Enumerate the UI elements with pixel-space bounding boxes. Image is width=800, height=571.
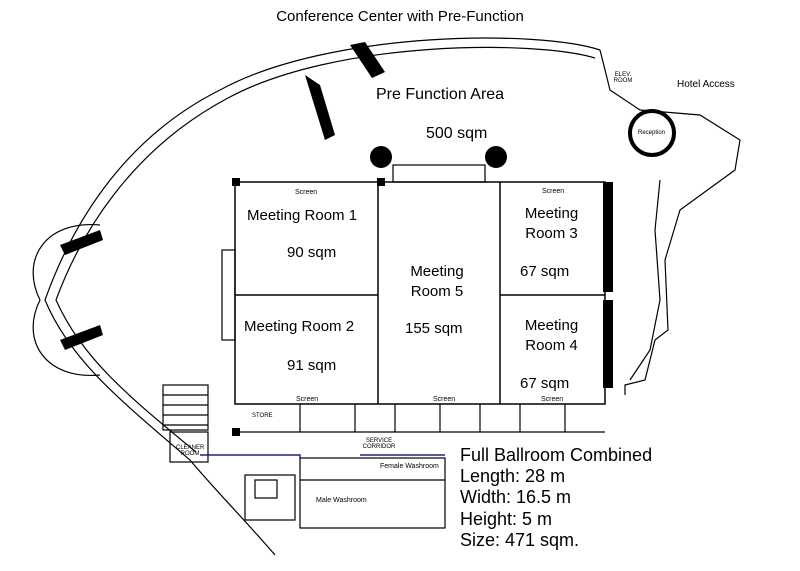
- room-name-line1: Meeting: [524, 205, 579, 222]
- ballroom-heading: Full Ballroom Combined: [460, 445, 653, 465]
- room-name-line2: Room 4: [525, 336, 578, 354]
- ballroom-width: Width: 16.5 m: [460, 487, 572, 508]
- meeting-room-3: Meeting Room 3: [514, 204, 589, 243]
- room-3-size: 67 sqm: [520, 263, 570, 280]
- screen-label-room5: Screen: [433, 396, 456, 403]
- service-corridor-label: SERVICE CORRIDOR: [362, 438, 396, 450]
- store-label: STORE: [252, 413, 273, 419]
- room-name: Meeting Room 1: [247, 207, 358, 224]
- left-bulge: [32, 224, 101, 376]
- ballroom-length: Length: 28 m: [460, 466, 566, 487]
- cleaner-room-label: CLEANER ROOM: [176, 445, 205, 457]
- elev-room-label: ELEV. ROOM: [613, 72, 633, 84]
- structural-columns: [60, 42, 613, 436]
- room-5-size: 155 sqm: [405, 320, 463, 337]
- washroom-block: [299, 457, 446, 529]
- room-name-line1: Meeting: [524, 317, 579, 334]
- prefunction-label: Pre Function Area: [376, 86, 505, 103]
- room-name-line2: Room 5: [410, 282, 464, 300]
- meeting-room-2: Meeting Room 2: [244, 317, 379, 337]
- room-1-size: 90 sqm: [287, 244, 337, 261]
- room-name-line2: Room 3: [525, 224, 578, 242]
- page-title: Conference Center with Pre-Function: [276, 8, 524, 25]
- east-wall-inner: [629, 179, 661, 381]
- ballroom-size: Size: 471 sqm.: [460, 529, 580, 550]
- room-name: Meeting Room 2: [244, 318, 355, 335]
- meeting-room-1: Meeting Room 1: [247, 206, 377, 226]
- room-4-size: 67 sqm: [520, 375, 570, 392]
- prefunction-size: 500 sqm: [426, 125, 488, 142]
- reception-circle: [628, 109, 676, 157]
- screen-label-room3: Screen: [542, 188, 565, 195]
- screen-label-room4: Screen: [541, 396, 564, 403]
- screen-label-room2: Screen: [296, 396, 319, 403]
- ballroom-info: Full Ballroom Combined Length: 28 m Widt…: [460, 445, 652, 551]
- screen-label-room1: Screen: [295, 189, 318, 196]
- meeting-room-5: Meeting Room 5: [398, 262, 476, 301]
- male-washroom-label: Male Washroom: [316, 497, 367, 504]
- meeting-room-4: Meeting Room 4: [514, 316, 589, 355]
- female-washroom-label: Female Washroom: [380, 463, 439, 470]
- room-2-size: 91 sqm: [287, 357, 337, 374]
- room-name-line1: Meeting: [410, 263, 464, 280]
- hotel-access-label: Hotel Access: [677, 79, 735, 90]
- outer-wall-inner-line: [55, 46, 596, 453]
- east-wall: [599, 49, 741, 395]
- ballroom-height: Height: 5 m: [460, 508, 553, 529]
- stair-block: [162, 384, 209, 431]
- reception-label: Reception: [638, 130, 666, 136]
